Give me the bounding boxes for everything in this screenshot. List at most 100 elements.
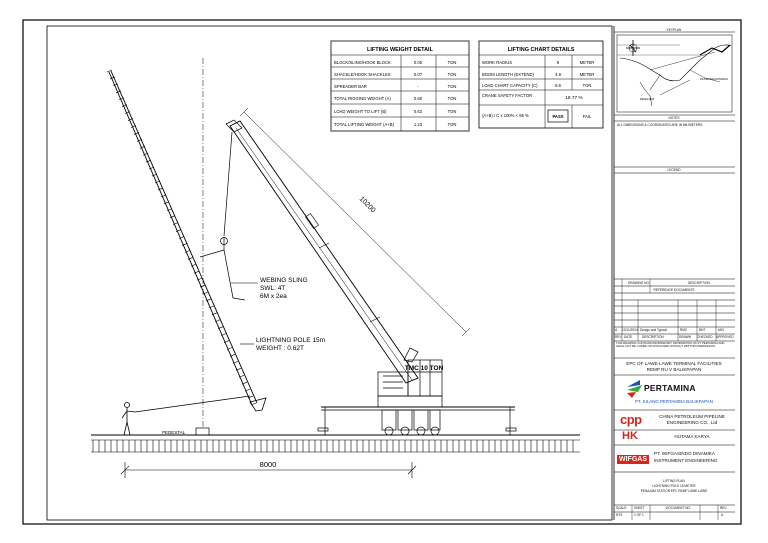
keyplan-map: PASIR BALIKPAPAN PENAJAM bbox=[616, 34, 733, 113]
lifting-weight-label: TOTAL RIGGING WEIGHT (A) bbox=[334, 96, 391, 101]
footer-sheet-label: SHEET bbox=[634, 506, 645, 510]
pole-lattice-tick bbox=[106, 69, 113, 73]
lifting-weight-label: BLOCK/SLING/HOOK BLOCK bbox=[334, 60, 391, 65]
pole-lattice-tick bbox=[154, 180, 161, 184]
crane-boom bbox=[225, 119, 419, 384]
title-block-grid bbox=[613, 26, 735, 520]
pole-lattice-tick bbox=[178, 236, 185, 239]
pole-lattice-tick bbox=[241, 381, 248, 385]
boom-length-label: 10200 bbox=[358, 196, 377, 215]
lifting-chart-label: CRANE SAFETY FACTOR bbox=[482, 93, 532, 98]
pole-lattice-tick bbox=[193, 270, 200, 274]
pole-lattice-tick bbox=[238, 374, 245, 378]
ref-drawing-no: DRAWING NO. bbox=[628, 281, 650, 285]
inner-frame bbox=[46, 25, 613, 521]
cpp-name-1: CHINA PETROLEUM PIPELINE bbox=[659, 414, 725, 419]
pole-lattice-tick bbox=[136, 139, 143, 142]
pole-lattice-tick bbox=[148, 166, 155, 170]
title-block: KEYPLAN NOTES ALL DIMENSIONS & COORDINAT… bbox=[614, 22, 734, 522]
cpp-name-2: ENGINEERING CO., Ltd bbox=[666, 420, 718, 425]
wifgas-name-2: INSTRUMENT ENGINEERING bbox=[654, 458, 718, 463]
lifting-weight-value: - bbox=[417, 84, 419, 89]
pole-lattice-tick bbox=[133, 132, 140, 135]
lifting-weight-label: LOAD WEIGHT TO LIFT (B) bbox=[334, 109, 387, 114]
sling-label-1: WEBING SLING bbox=[260, 277, 308, 284]
ground bbox=[91, 434, 580, 453]
keyplan-title: KEYPLAN bbox=[666, 28, 682, 32]
lifting-chart-value: 4.8 bbox=[555, 72, 561, 77]
pedestal-label: PEDESTAL bbox=[162, 430, 186, 435]
pole-lattice-tick bbox=[184, 250, 191, 253]
crane-truck bbox=[317, 347, 517, 436]
tag-line bbox=[134, 395, 251, 413]
project-line-2: REMP RU V BALIKPAPAN bbox=[646, 367, 702, 372]
pole-label-1: LIGHTNING POLE 15m bbox=[256, 337, 325, 344]
footer-rev-value: A bbox=[721, 513, 724, 517]
notes-text: ALL DIMENSIONS & COORDINATES ARE IN MILI… bbox=[617, 123, 704, 127]
lifting-chart-value: 6.6 bbox=[555, 83, 561, 88]
pole-lattice-tick bbox=[223, 340, 230, 343]
pole-lattice-tick bbox=[226, 347, 233, 350]
rev-header-checked: CHECKED bbox=[697, 335, 713, 339]
pole-lattice-tick bbox=[166, 208, 173, 212]
pole-lattice-tick bbox=[175, 229, 182, 232]
pole-lattice-tick bbox=[181, 243, 188, 246]
rev-row-date: 12/11/2024 bbox=[622, 328, 638, 332]
lifting-weight-unit: TON bbox=[448, 84, 457, 89]
lifting-chart-unit: TON bbox=[583, 83, 592, 88]
pole-lattice-tick bbox=[139, 146, 146, 149]
crane-label: TMC 10 TON bbox=[405, 365, 444, 372]
lifting-weight-label: SHACKLE/HOOK SHACKLES bbox=[334, 72, 391, 77]
pole-lattice-tick bbox=[172, 222, 179, 225]
pole-lattice-tick bbox=[235, 368, 242, 371]
lifting-weight-value: 1.23 bbox=[414, 122, 423, 127]
disclaimer-text: THIS DRAWING CONTAINS PROPRIETARY INFORM… bbox=[616, 341, 725, 349]
pole-lattice-tick bbox=[232, 361, 239, 364]
webbing-sling bbox=[199, 237, 246, 301]
lifting-weight-title: LIFTING WEIGHT DETAIL bbox=[367, 47, 434, 53]
svg-text:PASIR BALIKPAPAN: PASIR BALIKPAPAN bbox=[700, 77, 728, 81]
footer-scale-label: SCALE bbox=[616, 506, 627, 510]
wifgas-logo: WIFGAS bbox=[617, 455, 649, 464]
pole-lattice-tick bbox=[127, 118, 134, 121]
rev-row-drawn: RMZ bbox=[680, 328, 687, 332]
worker-figure bbox=[121, 402, 136, 436]
cpp-logo: cpp bbox=[620, 412, 642, 427]
lifting-chart-unit: METER bbox=[580, 72, 595, 77]
pole-lattice-tick bbox=[169, 215, 176, 218]
pole-lattice-tick bbox=[157, 187, 164, 191]
pole-lattice-tick bbox=[130, 125, 137, 128]
hk-logo: HK bbox=[622, 430, 638, 442]
rev-header-date: DATE bbox=[624, 335, 633, 339]
pole-lattice-tick bbox=[190, 263, 197, 267]
pole-lattice-tick bbox=[187, 257, 194, 260]
rev-row-rev: A bbox=[615, 328, 618, 332]
drawing-title-1: LIFTING PLAN bbox=[663, 479, 685, 483]
pole-lattice-tick bbox=[244, 388, 251, 392]
pertamina-logo-icon bbox=[627, 380, 642, 398]
pole-lattice-tick bbox=[109, 76, 116, 80]
ref-description: DESCRIPTION bbox=[688, 281, 710, 285]
pole-lattice-tick bbox=[205, 298, 212, 302]
footer-sheet-value: 1 OF 1 bbox=[634, 513, 644, 517]
lifting-chart-fail: FAIL bbox=[583, 114, 592, 119]
lifting-weight-unit: TON bbox=[448, 96, 457, 101]
wifgas-name-1: PT. WIFGASINDO DINAMIKA bbox=[654, 451, 715, 456]
pole-lattice-tick bbox=[247, 395, 254, 399]
lifting-weight-unit: TON bbox=[448, 72, 457, 77]
pole-lattice-tick bbox=[118, 97, 125, 101]
project-line-1: EPC OF LAWE-LAWE TERMINAL FACILITIES bbox=[626, 361, 722, 366]
pole-lattice-tick bbox=[142, 152, 149, 156]
lifting-weight-value: 0.05 bbox=[414, 60, 423, 65]
sling-label-3: 6M x 2ea bbox=[260, 293, 287, 300]
rev-row-approved: MIG bbox=[718, 328, 725, 332]
lifting-weight-label: TOTAL LIFTING WEIGHT (A+B) bbox=[334, 122, 395, 127]
rev-header-rev: REV bbox=[615, 335, 622, 339]
sling-label-2: SWL: 4T bbox=[260, 285, 285, 292]
lifting-weight-unit: TON bbox=[448, 122, 457, 127]
lifting-chart-label: WORK RADIUS bbox=[482, 60, 512, 65]
pole-lattice-tick bbox=[214, 319, 221, 323]
notes-title: NOTES bbox=[668, 116, 680, 120]
rev-header-approved: APPROVED bbox=[716, 335, 734, 339]
